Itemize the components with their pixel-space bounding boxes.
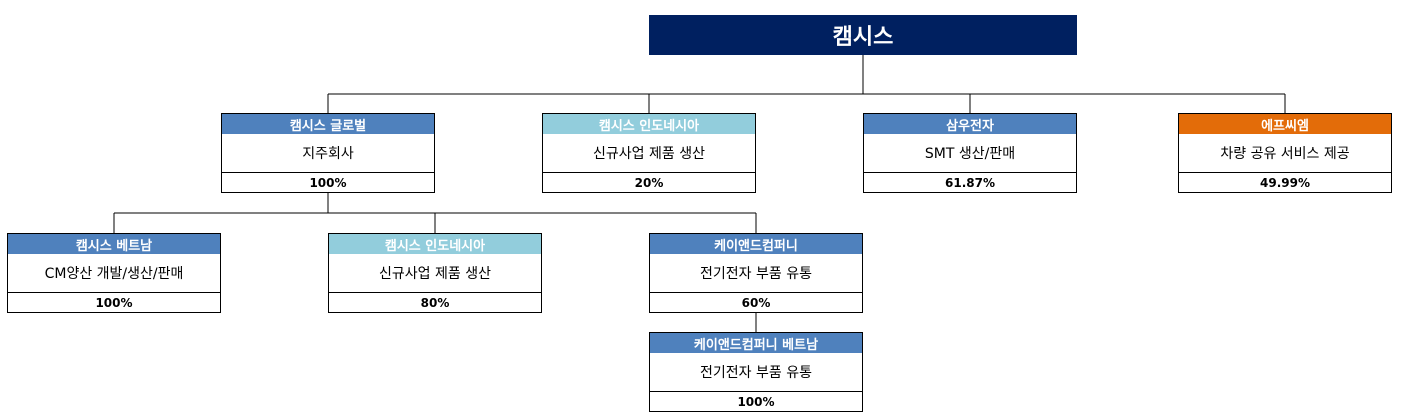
company-share: 60% (741, 295, 771, 310)
company-name: 캠시스 인도네시아 (543, 114, 755, 134)
company-share: 20% (634, 175, 664, 190)
company-share: 100% (95, 295, 133, 310)
company-share: 61.87% (945, 175, 995, 190)
company-share: 100% (737, 394, 775, 409)
company-description: SMT 생산/판매 (864, 134, 1076, 173)
company-description: CM양산 개발/생산/판매 (8, 254, 220, 293)
company-card-campsys-vietnam: 캠시스 베트남 CM양산 개발/생산/판매 100% (7, 233, 221, 313)
company-description: 지주회사 (222, 134, 434, 173)
company-name: 캠시스 베트남 (8, 234, 220, 254)
company-card-campsys-indonesia-2: 캠시스 인도네시아 신규사업 제품 생산 80% (328, 233, 542, 313)
company-description: 전기전자 부품 유통 (650, 353, 862, 392)
company-name: 에프씨엠 (1179, 114, 1391, 134)
company-description: 신규사업 제품 생산 (329, 254, 541, 293)
company-name: 캠시스 인도네시아 (329, 234, 541, 254)
company-description: 차량 공유 서비스 제공 (1179, 134, 1391, 173)
company-name: 케이앤드컴퍼니 베트남 (650, 333, 862, 353)
root-company-name: 캠시스 (832, 25, 894, 50)
company-share: 49.99% (1260, 175, 1310, 190)
root-company-box: 캠시스 (649, 15, 1077, 55)
company-name: 케이앤드컴퍼니 (650, 234, 862, 254)
company-name: 삼우전자 (864, 114, 1076, 134)
company-card-k-and-company: 케이앤드컴퍼니 전기전자 부품 유통 60% (649, 233, 863, 313)
company-share: 100% (309, 175, 347, 190)
company-name: 캠시스 글로벌 (222, 114, 434, 134)
company-description: 신규사업 제품 생산 (543, 134, 755, 173)
company-card-k-and-company-vietnam: 케이앤드컴퍼니 베트남 전기전자 부품 유통 100% (649, 332, 863, 412)
company-card-campsys-global: 캠시스 글로벌 지주회사 100% (221, 113, 435, 193)
company-description: 전기전자 부품 유통 (650, 254, 862, 293)
company-share: 80% (420, 295, 450, 310)
company-card-campsys-indonesia: 캠시스 인도네시아 신규사업 제품 생산 20% (542, 113, 756, 193)
company-card-samwoo: 삼우전자 SMT 생산/판매 61.87% (863, 113, 1077, 193)
company-card-fcm: 에프씨엠 차량 공유 서비스 제공 49.99% (1178, 113, 1392, 193)
